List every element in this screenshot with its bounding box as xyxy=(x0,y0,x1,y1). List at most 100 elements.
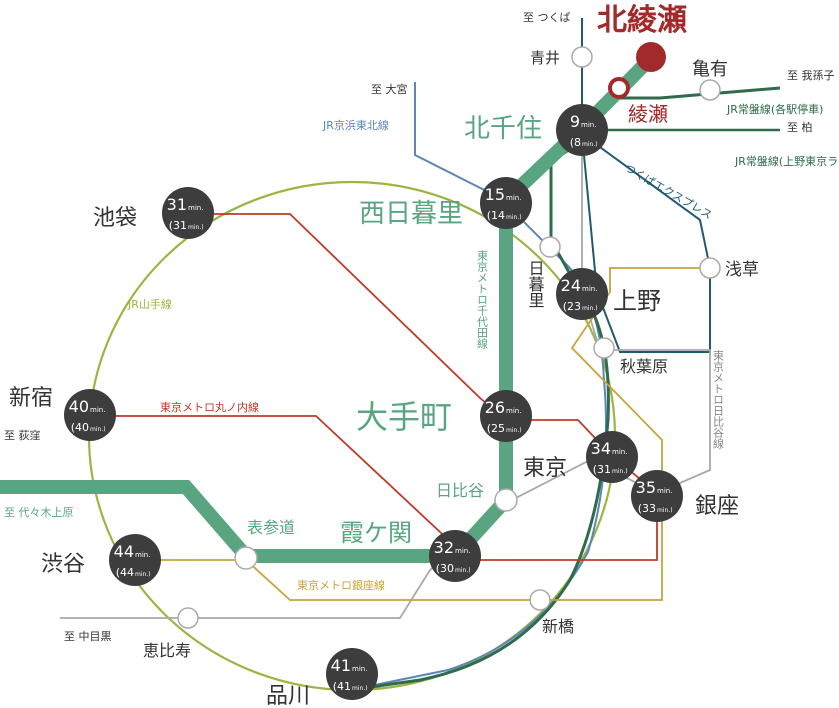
time-value: 44 xyxy=(114,542,134,561)
time-value: 32 xyxy=(434,538,454,557)
shibuya-label: 渋谷 xyxy=(41,552,85,577)
time-unit: min. xyxy=(657,487,672,495)
time-alt-value: (8 xyxy=(570,136,581,149)
time-alt-unit: min.) xyxy=(582,305,598,312)
kameari-station[interactable] xyxy=(699,79,721,101)
nippori-station[interactable] xyxy=(539,236,561,258)
kasumigaseki-label: 霞ケ関 xyxy=(340,519,412,547)
nippori-label: 日暮里 xyxy=(526,260,545,308)
direction-kashiwa: 至 柏 xyxy=(787,120,813,134)
nishi-nippori-time[interactable]: 15 min. (14 min.) xyxy=(480,177,532,229)
time-value: 26 xyxy=(485,398,505,417)
time-alt-unit: min.) xyxy=(582,141,598,148)
time-circle xyxy=(429,530,481,582)
direction-abiko: 至 我孫子 xyxy=(787,69,835,82)
asakusa-label: 浅草 xyxy=(725,260,759,280)
kita-ayase-station[interactable] xyxy=(636,42,666,72)
joban-rapid-label: JR常盤線(上野東京ライン) xyxy=(734,154,839,168)
chiyoda-line-label: 東京メトロ千代田線 xyxy=(476,250,489,349)
time-unit: min. xyxy=(188,204,203,212)
time-circle xyxy=(556,268,608,320)
time-circle xyxy=(162,187,214,239)
time-alt-unit: min.) xyxy=(506,214,522,221)
otemachi-label: 大手町 xyxy=(356,398,452,436)
omotesando-station[interactable] xyxy=(234,546,258,570)
marunouchi-line xyxy=(90,213,658,561)
shinjuku-time[interactable]: 40 min. (40 min.) xyxy=(64,389,116,441)
time-alt-unit: min.) xyxy=(455,567,471,574)
direction-naka-meguro: 至 中目黒 xyxy=(64,630,112,643)
marunouchi-line-label: 東京メトロ丸ノ内線 xyxy=(160,400,259,414)
time-circle xyxy=(64,389,116,441)
tsukuba-line-label: つくばエクスプレス xyxy=(623,161,715,222)
ayase-label: 綾瀬 xyxy=(628,102,668,126)
chiyoda-line xyxy=(0,53,656,563)
hibiya-station[interactable] xyxy=(494,488,518,512)
time-alt-value: (31 xyxy=(169,219,187,232)
time-unit: min. xyxy=(612,448,627,456)
time-circle xyxy=(556,104,608,156)
ueno-label: 上野 xyxy=(613,287,661,315)
time-unit: min. xyxy=(582,285,597,293)
aoi-label: 青井 xyxy=(530,49,560,67)
asakusa-station[interactable] xyxy=(699,257,721,279)
ueno-time[interactable]: 24 min. (23 min.) xyxy=(556,268,608,320)
time-unit: min. xyxy=(506,194,521,202)
joban-loop-line xyxy=(349,138,610,692)
time-circle xyxy=(586,431,638,483)
direction-omiya: 至 大宮 xyxy=(371,82,408,96)
time-alt-value: (31 xyxy=(593,463,611,476)
tokyo-time[interactable]: 34 min. (31 min.) xyxy=(586,431,638,483)
time-alt-unit: min.) xyxy=(90,426,106,433)
ginza-time[interactable]: 35 min. (33 min.) xyxy=(631,470,683,522)
joban-local-label: JR常盤線(各駅停車) xyxy=(726,102,823,116)
time-unit: min. xyxy=(90,406,105,414)
keihin-tohoku-line xyxy=(359,82,607,689)
otemachi-time[interactable]: 26 min. (25 min.) xyxy=(480,390,532,442)
time-value: 15 xyxy=(485,185,505,204)
time-unit: min. xyxy=(352,665,367,673)
time-alt-value: (44 xyxy=(116,566,134,579)
ikebukuro-time[interactable]: 31 min. (31 min.) xyxy=(162,187,214,239)
time-circle xyxy=(326,648,378,700)
time-alt-unit: min.) xyxy=(188,224,204,231)
shinjuku-label: 新宿 xyxy=(9,386,53,411)
kasumigaseki-time[interactable]: 32 min. (30 min.) xyxy=(429,530,481,582)
shinbashi-label: 新橋 xyxy=(542,617,574,636)
akihabara-station[interactable] xyxy=(593,337,615,359)
time-circle xyxy=(480,390,532,442)
time-unit: min. xyxy=(455,547,470,555)
direction-yoyogi-uehara: 至 代々木上原 xyxy=(4,506,74,519)
time-value: 9 xyxy=(570,112,580,131)
kita-senju-time[interactable]: 9 min. (8 min.) xyxy=(556,104,608,156)
time-circle xyxy=(480,177,532,229)
ayase-station[interactable] xyxy=(608,77,630,99)
ebisu-station[interactable] xyxy=(177,607,199,629)
time-value: 40 xyxy=(69,397,89,416)
shinbashi-station[interactable] xyxy=(529,589,551,611)
time-alt-value: (33 xyxy=(638,502,656,515)
time-unit: min. xyxy=(506,407,521,415)
ginza-line-label: 東京メトロ銀座線 xyxy=(297,578,385,592)
shinagawa-time[interactable]: 41 min. (41 min.) xyxy=(326,648,378,700)
kita-senju-label: 北千住 xyxy=(464,114,542,144)
time-alt-unit: min.) xyxy=(135,571,151,578)
akihabara-label: 秋葉原 xyxy=(620,357,668,376)
yamanote-line-label: JR山手線 xyxy=(127,297,172,311)
time-alt-value: (40 xyxy=(71,421,89,434)
time-alt-value: (41 xyxy=(333,680,351,693)
omotesando-label: 表参道 xyxy=(247,518,295,537)
time-value: 34 xyxy=(591,439,611,458)
time-unit: min. xyxy=(581,121,596,129)
aoi-station[interactable] xyxy=(571,46,593,68)
hibiya-line-label: 東京メトロ日比谷線 xyxy=(712,350,725,449)
time-alt-unit: min.) xyxy=(506,427,522,434)
time-alt-value: (14 xyxy=(487,209,505,222)
time-alt-unit: min.) xyxy=(612,468,628,475)
time-value: 31 xyxy=(167,195,187,214)
time-value: 41 xyxy=(331,656,351,675)
time-circle xyxy=(109,534,161,586)
time-value: 35 xyxy=(636,478,656,497)
shibuya-time[interactable]: 44 min. (44 min.) xyxy=(109,534,161,586)
